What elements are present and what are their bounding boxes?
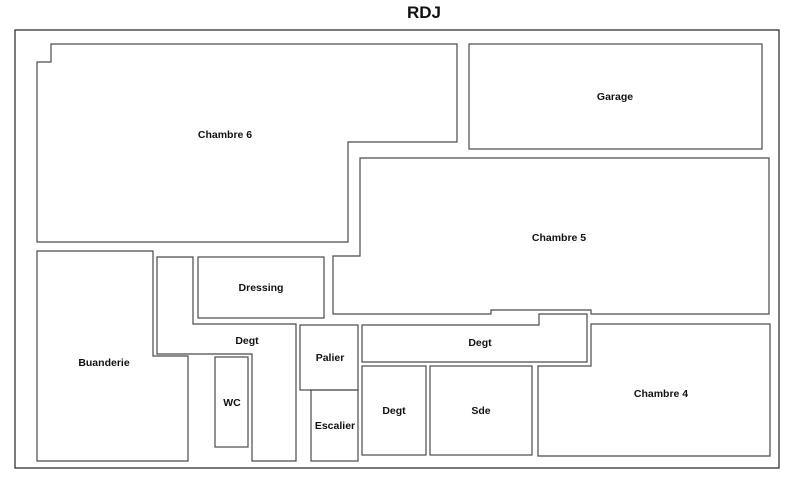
label-palier: Palier [316, 352, 345, 364]
room-sde [429, 365, 533, 456]
label-wc: WC [223, 397, 241, 409]
outer-boundary [14, 29, 780, 469]
room-chambre-6 [36, 43, 458, 243]
label-degt-small: Degt [382, 405, 406, 417]
room-escalier [310, 389, 359, 462]
label-escalier: Escalier [315, 420, 355, 432]
label-sde: Sde [471, 405, 490, 417]
room-wc [214, 356, 249, 448]
label-chambre-6: Chambre 6 [198, 129, 252, 141]
label-garage: Garage [597, 91, 633, 103]
room-garage [468, 43, 763, 150]
room-dressing [197, 256, 325, 319]
room-degt-center [361, 313, 588, 363]
label-degt-center: Degt [468, 337, 492, 349]
room-degt-small [361, 365, 427, 456]
room-chambre-5 [332, 157, 770, 315]
floor-title: RDJ [407, 3, 441, 22]
room-degt-left [156, 256, 297, 462]
room-buanderie [36, 250, 189, 462]
label-chambre-4: Chambre 4 [634, 388, 688, 400]
label-chambre-5: Chambre 5 [532, 232, 586, 244]
label-dressing: Dressing [239, 282, 284, 294]
room-chambre-4 [537, 323, 771, 457]
label-degt-left: Degt [235, 335, 259, 347]
label-buanderie: Buanderie [78, 357, 130, 369]
